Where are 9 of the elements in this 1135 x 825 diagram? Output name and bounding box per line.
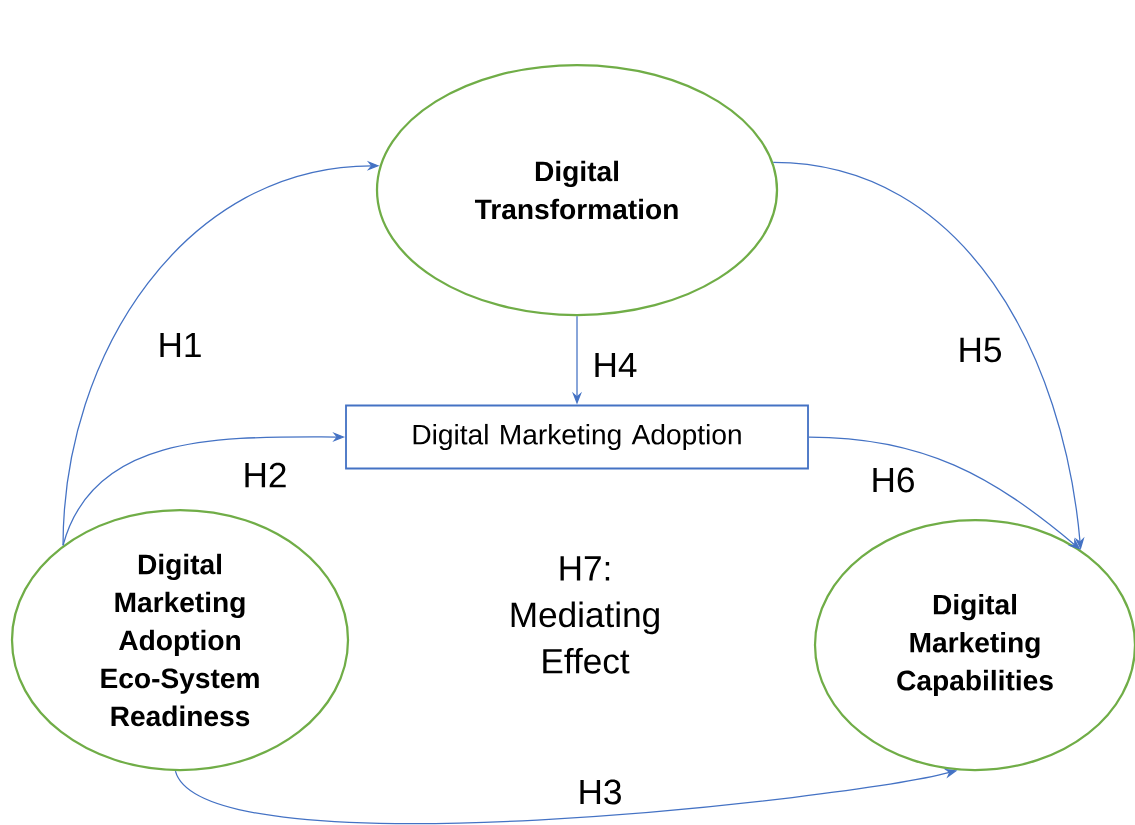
- edge-label: H4: [595, 352, 637, 378]
- edge-label: H2: [245, 462, 286, 488]
- edge-label: H1: [160, 332, 201, 358]
- edge-label: H6: [873, 467, 914, 493]
- edge-label: H5: [960, 337, 1001, 363]
- arrow: [808, 436, 1081, 550]
- construct-box: Digital Marketing Adoption: [345, 404, 809, 470]
- annotation: H7: Mediating Effect: [511, 556, 659, 674]
- edge-label: H3: [580, 779, 621, 805]
